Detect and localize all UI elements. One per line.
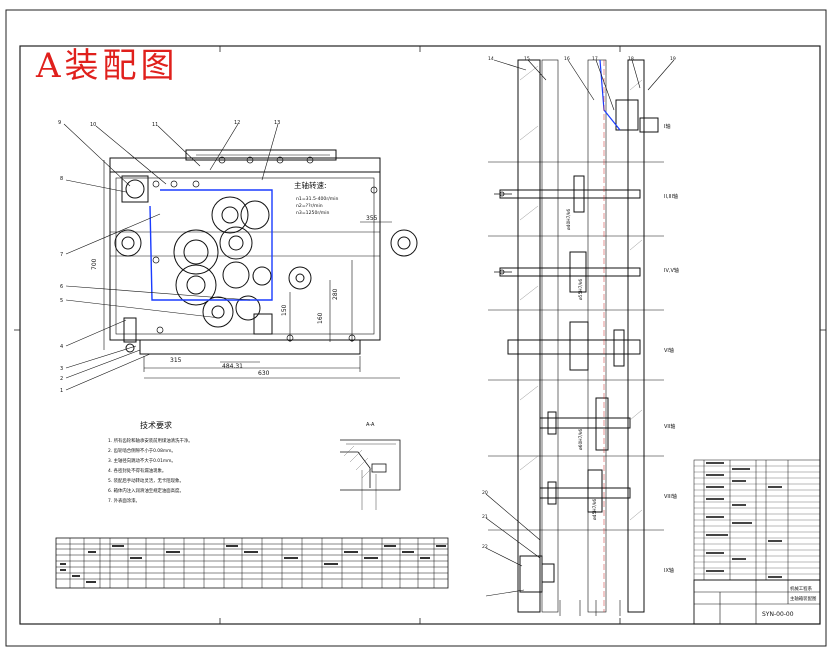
balloon-20: 20 (482, 490, 488, 496)
axis-labels: I轴 II,III轴 IV,V轴 VI轴 VII轴 VIII轴 IX轴 (664, 123, 679, 574)
spindle-params-title: 主轴转速: (294, 180, 327, 190)
spindle-param-3: n3=1250r/min (296, 210, 330, 216)
dim-315: 315 (170, 357, 182, 364)
balloon-4: 4 (60, 344, 63, 350)
bottom-section-marks (559, 600, 621, 616)
balloon-22: 22 (482, 544, 488, 550)
tech-req-lines: 1. 所有齿轮和轴承安装前用煤油清洗干净。 2. 齿轮啮合侧隙不小于0.08mm… (108, 437, 193, 504)
dim-700: 700 (91, 258, 98, 270)
balloons-right: 14 15 16 17 18 19 20 21 22 (482, 56, 676, 550)
balloon-2: 2 (60, 376, 63, 382)
axis-label-7: IX轴 (664, 567, 674, 574)
svg-text:3. 主轴径向跳动不大于0.01mm。: 3. 主轴径向跳动不大于0.01mm。 (108, 457, 176, 464)
pulley-left (494, 191, 512, 275)
axis-label-3: IV,V轴 (664, 267, 679, 274)
detail-hatch (343, 445, 373, 479)
svg-text:ø55H7/k6: ø55H7/k6 (578, 279, 584, 300)
svg-text:2. 齿轮啮合侧隙不小于0.08mm。: 2. 齿轮啮合侧隙不小于0.08mm。 (108, 447, 176, 454)
leader-lines-left (63, 123, 279, 391)
balloon-12: 12 (234, 120, 240, 126)
dim-484: 484.31 (222, 363, 243, 370)
balloon-7: 7 (60, 252, 63, 258)
balloon-3: 3 (60, 366, 63, 372)
leader-lines-right (485, 59, 675, 597)
balloon-19: 19 (670, 56, 676, 62)
title-block (693, 579, 821, 625)
spindle-param-2: n2=??r/min (296, 203, 323, 209)
gear-parameter-table (55, 537, 449, 589)
gear-table-marks (60, 545, 446, 583)
balloon-15: 15 (524, 56, 530, 62)
dim-630: 630 (258, 370, 270, 377)
svg-text:5. 装配后手动转动灵活，无卡阻现象。: 5. 装配后手动转动灵活，无卡阻现象。 (108, 477, 184, 484)
detail-label: A-A (366, 422, 375, 428)
drawing-title: A装配图 (36, 46, 179, 86)
balloon-1: 1 (60, 388, 63, 394)
wall-hatching (519, 65, 643, 521)
svg-text:ø40H7/k6: ø40H7/k6 (566, 209, 572, 230)
svg-text:ø60H7/k6: ø60H7/k6 (578, 429, 584, 450)
dimension-lines-left (103, 160, 400, 379)
spindle-param-1: n1=31.5-400r/min (296, 196, 339, 202)
svg-text:4. 各密封处不得有漏油现象。: 4. 各密封处不得有漏油现象。 (108, 467, 166, 474)
balloon-9: 9 (58, 120, 61, 126)
tech-req-title: 技术要求 (140, 420, 172, 430)
border-ticks (14, 46, 826, 624)
title-block-name: 主轴箱装配图 (790, 595, 817, 602)
vertical-dims-right: ø40H7/k6 ø55H7/k6 ø60H7/k6 ø45H7/k6 (566, 209, 598, 520)
dim-160: 160 (317, 312, 324, 324)
outer-border (5, 9, 827, 647)
svg-text:ø45H7/k6: ø45H7/k6 (592, 499, 598, 520)
balloons-left: 9 10 11 12 13 8 7 6 5 4 3 2 1 (58, 120, 280, 394)
balloon-18: 18 (628, 56, 634, 62)
balloon-8: 8 (60, 176, 63, 182)
axis-label-6: VIII轴 (664, 493, 677, 500)
section-outline-blue (149, 189, 273, 301)
axis-label-5: VII轴 (664, 423, 675, 430)
school-name: 机械工程系 (790, 585, 813, 592)
balloon-16: 16 (564, 56, 570, 62)
gearbox-front-view (109, 149, 418, 355)
dim-280: 280 (332, 288, 339, 300)
detail-view: A-A (340, 422, 401, 510)
developed-section-view (488, 59, 664, 613)
dim-150: 150 (281, 304, 288, 316)
balloon-6: 6 (60, 284, 63, 290)
svg-text:1. 所有齿轮和轴承安装前用煤油清洗干净。: 1. 所有齿轮和轴承安装前用煤油清洗干净。 (108, 437, 193, 444)
balloon-5: 5 (60, 298, 63, 304)
balloon-11: 11 (152, 122, 158, 128)
parts-list-rows (694, 465, 820, 575)
balloon-10: 10 (90, 122, 96, 128)
dim-355: 355 (366, 215, 378, 222)
inner-border (19, 45, 821, 625)
svg-text:6. 箱体内注入润滑油至规定油面高度。: 6. 箱体内注入润滑油至规定油面高度。 (108, 487, 184, 494)
drawing-number: SYN-00-00 (762, 611, 794, 618)
parts-list-marks (706, 462, 782, 578)
balloon-21: 21 (482, 514, 488, 520)
svg-text:7. 外表面涂漆。: 7. 外表面涂漆。 (108, 497, 140, 504)
axis-label-2: II,III轴 (664, 193, 678, 200)
axis-label-4: VI轴 (664, 347, 674, 354)
balloon-13: 13 (274, 120, 280, 126)
balloon-17: 17 (592, 56, 598, 62)
section-outline-blue-right (599, 59, 621, 131)
balloon-14: 14 (488, 56, 494, 62)
axis-label-1: I轴 (664, 123, 670, 130)
